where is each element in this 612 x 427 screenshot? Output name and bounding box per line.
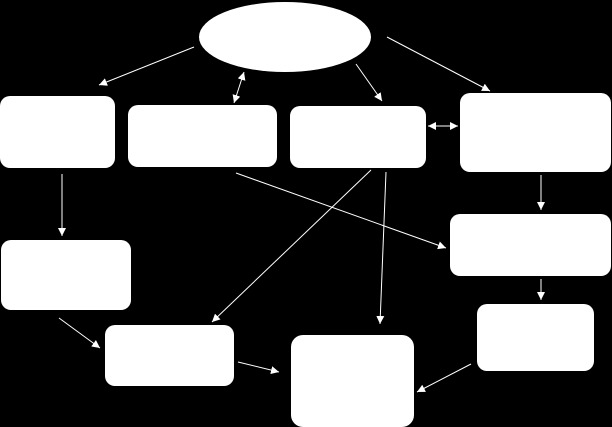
box-right-upper bbox=[460, 93, 611, 172]
box-bottom-left-node bbox=[105, 325, 234, 386]
box-right-middle-node bbox=[450, 214, 611, 276]
box-left-middle bbox=[1, 240, 131, 310]
box-right-upper-node bbox=[460, 93, 611, 172]
box-left-upper-node bbox=[0, 96, 115, 168]
box-bottom-center-node bbox=[291, 335, 414, 427]
box-bottom-center bbox=[291, 335, 414, 427]
box-center-right-node bbox=[290, 106, 426, 168]
box-left-upper bbox=[0, 96, 115, 168]
box-center-right bbox=[290, 106, 426, 168]
top-ellipse bbox=[199, 2, 371, 72]
edge-box-bottom-left-to-box-bottom-center bbox=[237, 361, 280, 374]
edge-top-ellipse-to-box-center-left bbox=[232, 71, 246, 104]
box-right-lower bbox=[477, 304, 594, 371]
box-left-middle-node bbox=[1, 240, 131, 310]
box-center-left-node bbox=[128, 105, 277, 167]
edge-box-center-right-to-box-bottom-center bbox=[376, 171, 387, 325]
edge-box-right-lower-to-box-bottom-center bbox=[416, 363, 472, 393]
edge-box-center-right-to-box-bottom-left bbox=[211, 169, 372, 323]
top-ellipse-node bbox=[199, 2, 371, 72]
edge-box-left-middle-to-box-bottom-left bbox=[58, 317, 101, 349]
box-center-left bbox=[128, 105, 277, 167]
edge-box-center-left-to-box-right-middle bbox=[235, 172, 447, 250]
edge-top-ellipse-to-box-left-upper bbox=[98, 46, 195, 86]
edges-layer bbox=[58, 36, 545, 393]
edge-top-ellipse-to-box-center-right bbox=[355, 63, 383, 102]
box-right-lower-node bbox=[477, 304, 594, 371]
edge-top-ellipse-to-box-right-upper bbox=[386, 36, 491, 92]
box-bottom-left bbox=[105, 325, 234, 386]
box-right-middle bbox=[450, 214, 611, 276]
